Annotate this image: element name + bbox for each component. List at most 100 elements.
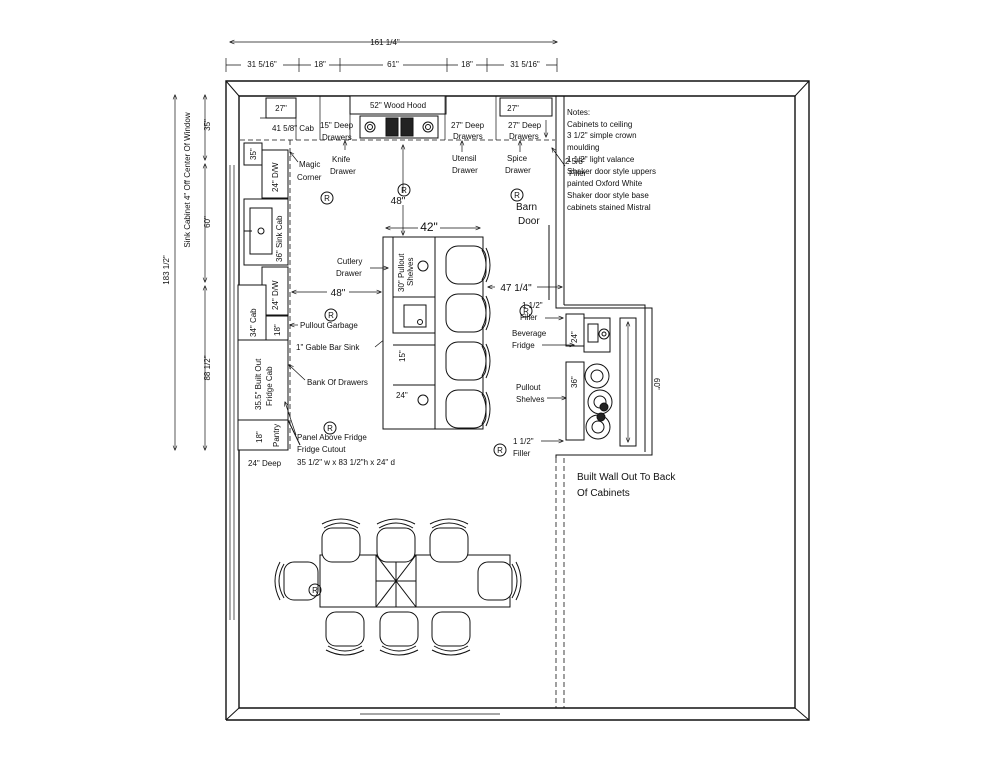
deep-27-b-label: 27" Deep	[508, 121, 542, 130]
note-line-6: Shaker door style base	[567, 191, 649, 200]
corner-label: Corner	[297, 173, 322, 182]
top-dimensions: 161 1/4" 31 5/16" 18" 61" 18" 31 5/16"	[225, 38, 557, 72]
note-line-0: Cabinets to ceiling	[567, 120, 632, 129]
note-line-1: 3 1/2" simple crown	[567, 131, 637, 140]
isl-15-label: 15"	[398, 350, 407, 362]
bev-36-label: 36"	[570, 376, 579, 388]
drawers-a-label: Drawers	[322, 133, 352, 142]
fridge-cutout-dims-label: 35 1/2" w x 83 1/2"h x 24" d	[297, 458, 395, 467]
cab-41-label: 41 5/8" Cab	[272, 124, 315, 133]
spice-drawer-label: Drawer	[505, 166, 531, 175]
drawers-b-label: Drawers	[453, 132, 483, 141]
fridge-cabinet	[237, 339, 289, 421]
pullout-garbage-label: Pullout Garbage	[300, 321, 358, 330]
filler-258-label: 2 5/8"	[565, 157, 586, 166]
filler-112-bot-b-label: Filler	[513, 449, 531, 458]
r-marker: R	[401, 186, 407, 195]
gable-bar-sink-label: 1" Gable Bar Sink	[296, 343, 360, 352]
built-wall	[548, 96, 653, 708]
deep-15-label: 15" Deep	[320, 121, 354, 130]
aisle-top-label: 48"	[391, 196, 406, 207]
left-bottom-label: 88 1/2"	[203, 355, 212, 380]
beverage-station: 24" 36" 60"	[565, 313, 661, 447]
pullout-right-label: Pullout	[516, 383, 541, 392]
knife-label: Knife	[332, 155, 351, 164]
bar-sink	[392, 296, 436, 334]
cab-35-label: 35"	[249, 148, 258, 160]
knife-drawer-label: Drawer	[330, 167, 356, 176]
cutlery-drawer-label: Drawer	[336, 269, 362, 278]
pantry-18-label: 18"	[255, 431, 264, 443]
drawers-c-label: Drawers	[509, 132, 539, 141]
utensil-label: Utensil	[452, 154, 477, 163]
r-marker: R	[523, 307, 529, 316]
isl-24-label: 24"	[396, 391, 408, 400]
r-marker: R	[497, 446, 503, 455]
sink-cab-label: 36" Sink Cab	[275, 215, 284, 262]
overall-height-label: 183 1/2"	[162, 255, 171, 285]
note-line-7: cabinets stained Mistral	[567, 203, 651, 212]
barn-label: Barn	[516, 202, 537, 213]
segment-4-label: 18"	[461, 60, 473, 69]
aisle-dimensions: 42" 48" 48" 47 1/4"	[292, 145, 562, 299]
panel-above-fridge-label: Panel Above Fridge	[297, 433, 367, 442]
note-line-4: Shaker door style uppers	[567, 167, 656, 176]
beverage-label: Beverage	[512, 329, 547, 338]
notes-block: Notes: Cabinets to ceiling 3 1/2" simple…	[567, 108, 656, 212]
utensil-drawer-label: Drawer	[452, 166, 478, 175]
sink-offset-note: Sink Cabinet 4" Off Center Of Window	[183, 112, 192, 247]
range	[359, 115, 439, 139]
built-wall-label-1: Built Wall Out To Back	[577, 472, 676, 483]
island-stools	[445, 245, 491, 429]
bev-width-label: 60"	[652, 378, 661, 390]
fridge-label-2: Fridge Cab	[265, 366, 274, 406]
left-top-label: 35"	[203, 119, 212, 131]
note-line-2: moulding	[567, 143, 599, 152]
fridge-label: 35.5" Built Out	[254, 358, 263, 410]
bev-fridge-label: Fridge	[512, 341, 535, 350]
shelves-right-label: Shelves	[516, 395, 544, 404]
filler-112-bot-label: 1 1/2"	[513, 437, 534, 446]
pantry	[237, 419, 289, 451]
aisle-right-label: 47 1/4"	[500, 283, 532, 294]
r-marker: R	[328, 311, 334, 320]
cab-27-right: 27"	[507, 104, 519, 113]
magic-label: Magic	[299, 160, 320, 169]
dining-chairs	[274, 518, 522, 656]
wood-hood-label: 52" Wood Hood	[370, 101, 426, 110]
bank-of-drawers-label: Bank Of Drawers	[307, 378, 368, 387]
bev-24-label: 24"	[570, 331, 579, 343]
r-marker: R	[324, 194, 330, 203]
top-cabinet-run: 27" 52" Wood Hood 27"	[240, 95, 555, 141]
cutlery-label: Cutlery	[337, 257, 362, 266]
aisle-left-label: 48"	[331, 288, 346, 299]
pullout-shelves-label: Shelves	[406, 258, 415, 286]
left-mid-label: 60"	[203, 216, 212, 228]
r-marker: R	[514, 191, 520, 200]
filler-258-b-label: Filler	[569, 169, 587, 178]
fridge-cutout-label: Fridge Cutout	[297, 445, 346, 454]
left-dimensions: 183 1/2" Sink Cabinet 4" Off Center Of W…	[162, 95, 212, 450]
note-line-5: painted Oxford White	[567, 179, 643, 188]
pullout-30-label: 30" Pullout	[397, 253, 406, 292]
cab-34-label: 34" Cab	[249, 308, 258, 337]
overall-width-label: 161 1/4"	[370, 38, 400, 47]
deep-27-a-label: 27" Deep	[451, 121, 485, 130]
deep-24-label: 24" Deep	[248, 459, 282, 468]
cab-18-label: 18"	[273, 324, 282, 336]
notes-title: Notes:	[567, 108, 590, 117]
r-marker: R	[312, 586, 318, 595]
pantry-label: Pantry	[272, 424, 281, 447]
segment-3-label: 61"	[387, 60, 399, 69]
segment-2-label: 18"	[314, 60, 326, 69]
filler-112-top-label: 1 1/2"	[522, 301, 543, 310]
filler-112-top-b-label: Filler	[520, 313, 538, 322]
r-marker: R	[327, 424, 333, 433]
built-wall-label-2: Of Cabinets	[577, 488, 630, 499]
dw-top-label: 24" D/W	[271, 162, 280, 192]
segment-1-label: 31 5/16"	[247, 60, 277, 69]
cab-27-left: 27"	[275, 104, 287, 113]
island-width-label: 42"	[420, 220, 438, 234]
spice-label: Spice	[507, 154, 528, 163]
